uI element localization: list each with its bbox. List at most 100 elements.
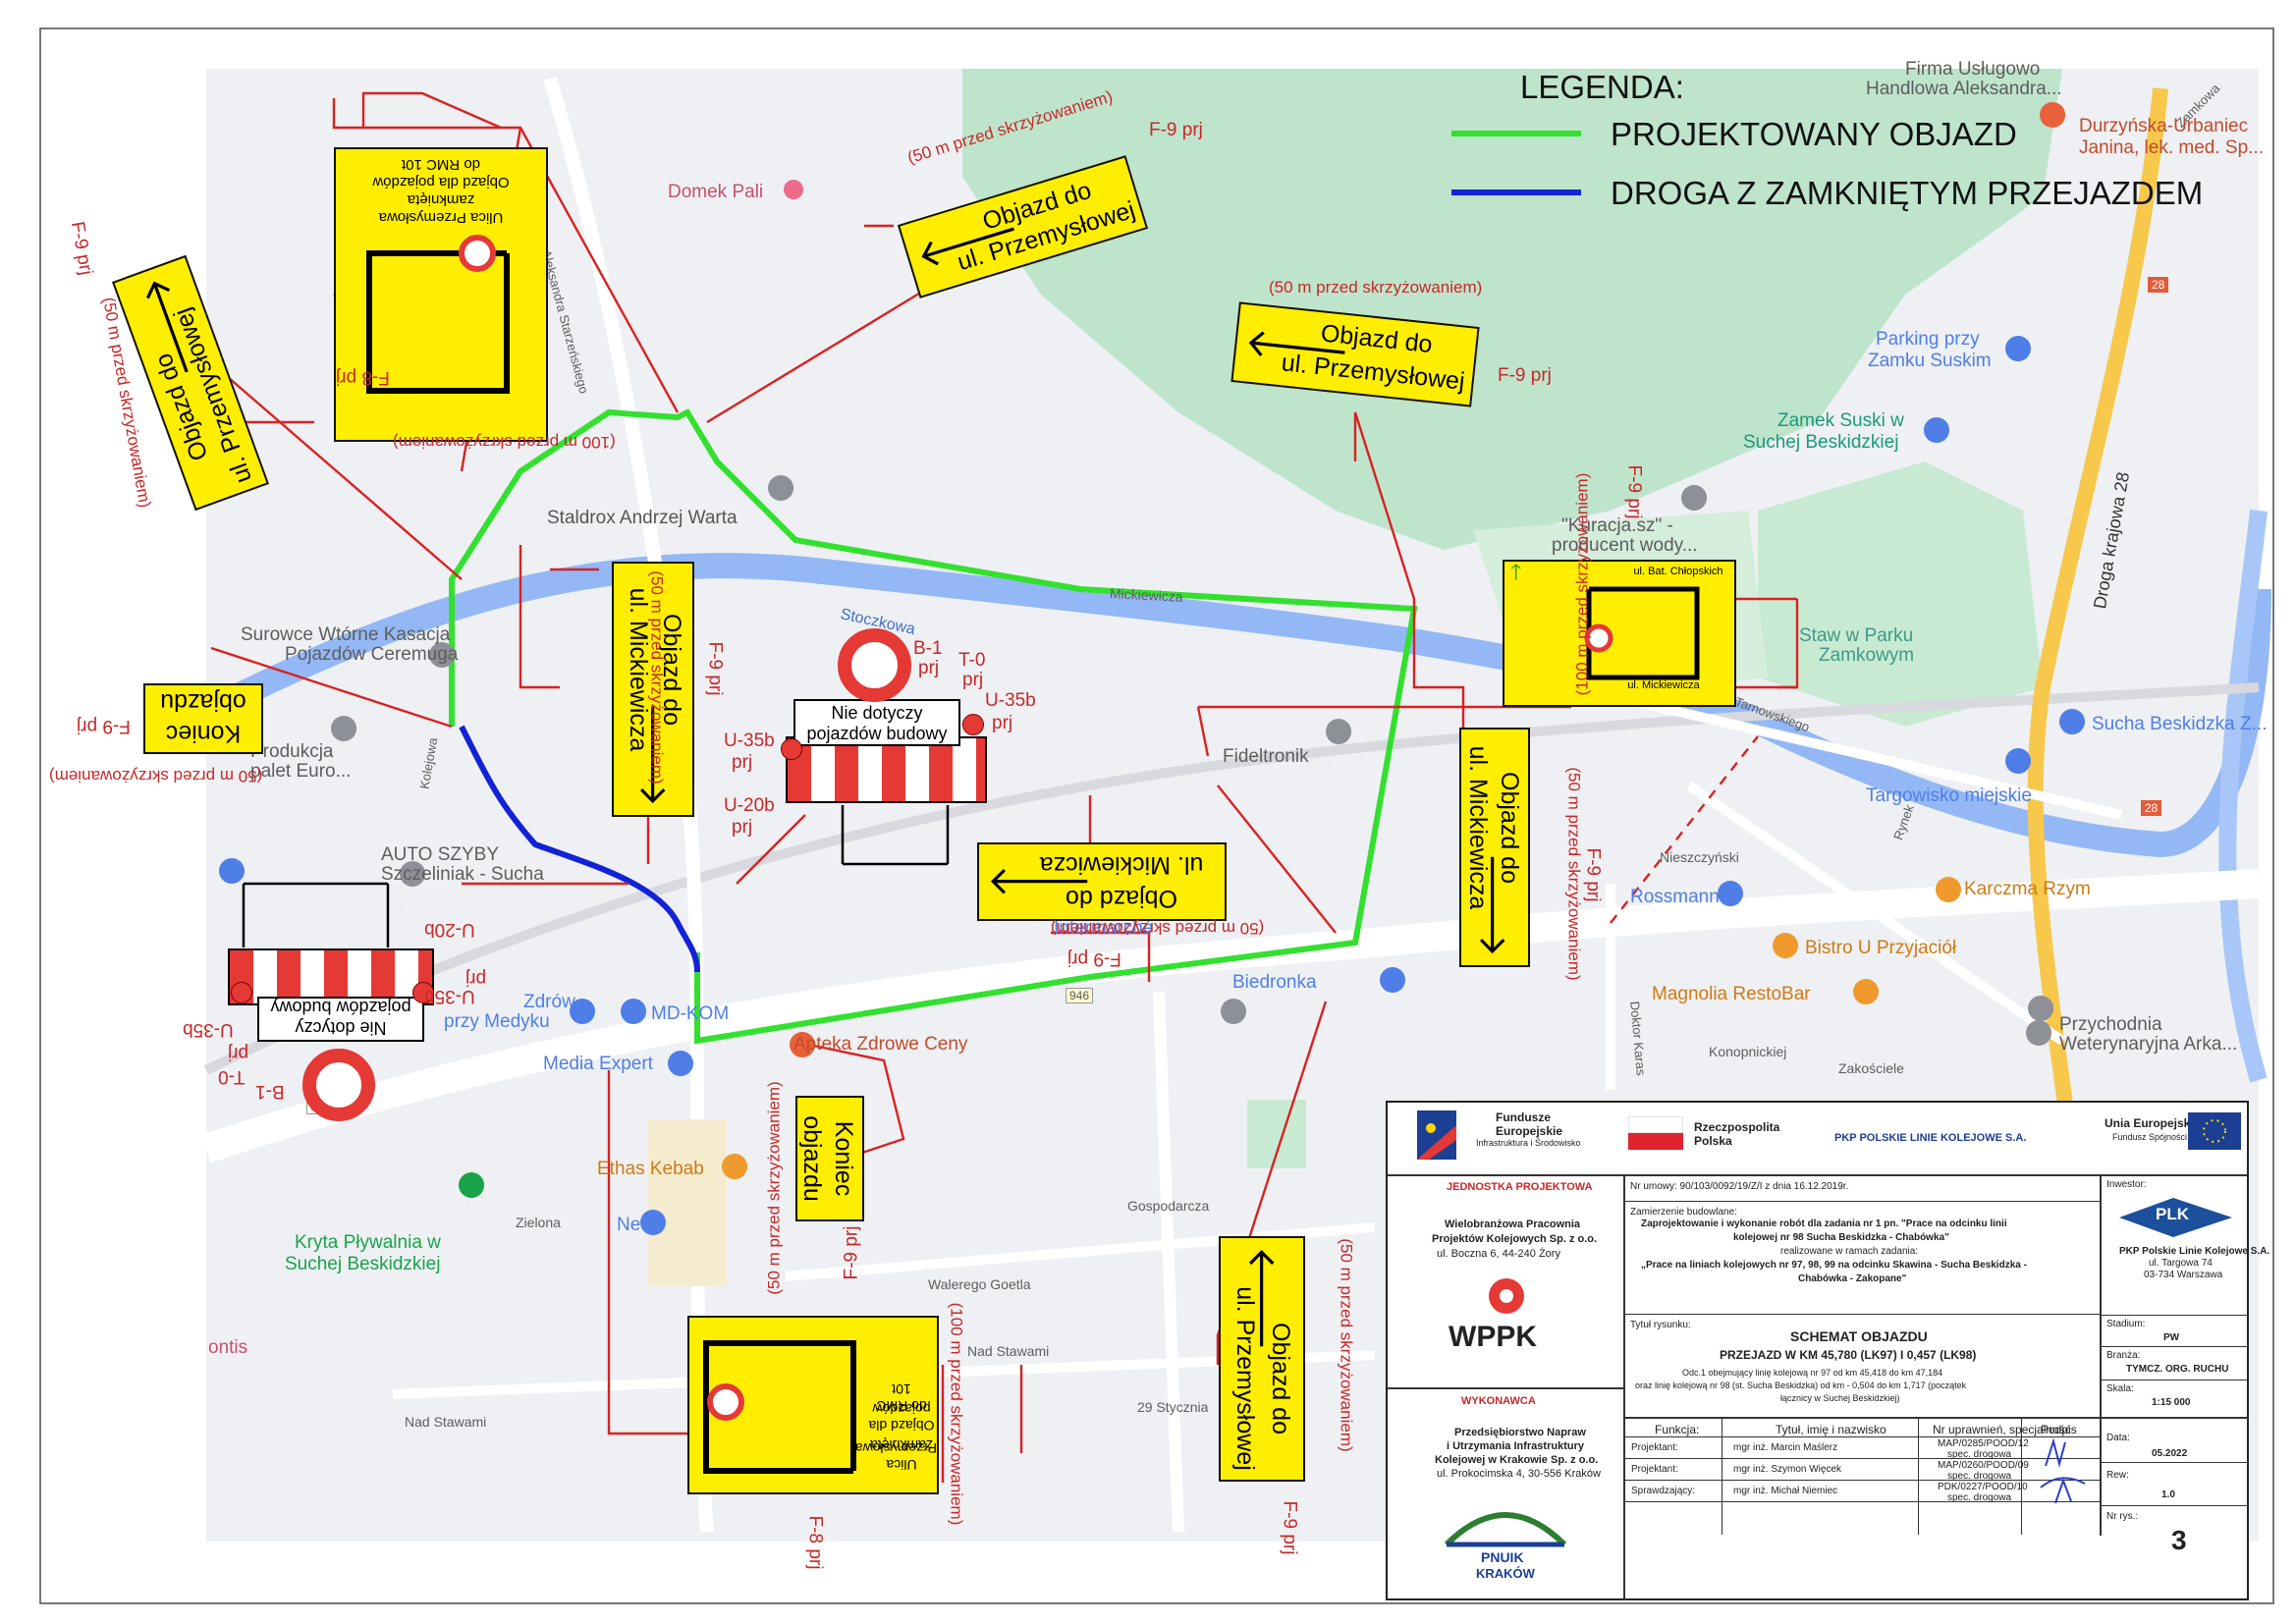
train-icon [2059,709,2085,734]
pin-icon [1681,485,1708,536]
pin-icon [768,475,794,526]
sign-annotation: F-9 prj [704,641,726,696]
sign-annotation: U-35b [424,986,475,1006]
closed-road [459,725,700,973]
map-label: Media Expert [543,1054,653,1074]
pin-icon [429,642,456,693]
map-label: Handlowa Aleksandra... [1866,79,2062,99]
street-label: 29 Stycznia [1137,1399,1209,1415]
sign-annotation: F-9 prj [1623,464,1645,519]
pin-icon [2040,102,2066,153]
barrier-closed-road [228,948,434,1005]
map-label: Pojazdów Ceremuga [285,644,459,665]
map-label: MD-KOM [651,1003,730,1024]
sign-objazd-mickiewicza: Objazd do ul. Mickiewicza 🡒 [977,842,1227,921]
vet-icon [2026,1020,2051,1046]
street-label: Nieszczyński [1660,849,1739,865]
drawing-frame [39,27,2274,1604]
wppk-logo [1489,1278,1524,1314]
shop-icon [219,858,245,884]
map-label: palet Euro... [250,761,352,782]
shop-icon [621,999,646,1024]
map-label: Rossmann [1630,887,1720,907]
sign-annotation: prj [732,752,753,773]
map-label: Zamek Suski w [1777,410,1904,431]
road-number: 28 [2141,800,2162,816]
map-label: Bistro U Przyjaciół [1805,938,1957,958]
map-label: "Kuracja.sz" - [1561,515,1673,536]
food-icon [1936,877,1961,902]
notice-nie-dotyczy: Nie dotyczy pojazdów budowy [257,997,424,1042]
road-local-5 [785,1222,1376,1281]
map-label: Zdrów [523,992,575,1012]
b1-no-entry-sign [838,628,911,702]
sign-annotation: U-35b [183,1019,234,1040]
sign-koniec-objazdu: Koniec objazdu [795,1096,864,1221]
sign-annotation: U-20b [424,919,475,940]
closure-scheme-icon [366,235,510,394]
sign-annotation: F-9 prj [1149,120,1203,140]
arrow-right-icon: 🡒 [987,860,1093,903]
map-label: Magnolia RestoBar [1652,984,1811,1004]
shop-icon [668,1051,693,1076]
arrow-up-icon: 🡑 [1510,560,1522,584]
map-label: Netto [617,1215,662,1235]
map-label: Targowisko miejskie [1866,785,2032,806]
map-label: Suchej Beskidzkiej [285,1254,441,1274]
map-label: Fideltronik [1223,746,1309,767]
sign-annotation: F-9 prj [1279,1500,1300,1555]
map-label: Biedronka [1232,972,1317,993]
map-label: Zamkowym [1819,645,1915,666]
sign-annotation: (50 m przed skrzyżowaniem) [1337,1238,1356,1452]
map-label: Staw w Parku [1799,625,1914,646]
street-label: Nad Stawami [967,1343,1050,1359]
map-label: Apteka Zdrowe Ceny [793,1034,968,1055]
arrow-right-icon: 🡒 [1471,851,1514,957]
forest-area-east [1758,461,2043,727]
school-icon [1221,999,1246,1024]
food-icon [1773,933,1798,958]
sign-annotation: prj [732,817,753,838]
railway [203,682,2260,1075]
barrier-closed-road [786,736,987,803]
sign-annotation: F-9 prj [1582,847,1604,902]
map-label: Surowce Wtórne Kasacja [241,624,451,645]
map-label: Intermarché [1054,918,1154,939]
b1-no-entry-sign [302,1049,375,1121]
barrier-posts [242,805,950,947]
park-square [1247,1100,1306,1168]
sign-annotation: F-9 prj [841,1225,862,1280]
sign-annotation: (100 m przed skrzyżowaniem) [947,1302,966,1526]
map-label: Domek Pali [668,182,764,202]
map-label: Przychodnia [2059,1014,2162,1035]
road-number: 28 [2148,277,2169,293]
hospital-icon [790,1032,815,1057]
sign-annotation: U-20b [724,795,775,816]
sign-annotation: (100 m przed skrzyżowaniem) [1572,472,1592,696]
arrow-left-icon: 🡐 [1240,1246,1284,1352]
food-icon [1853,979,1879,1004]
street-label: Walerego Goetla [928,1276,1031,1292]
beige-block [648,1119,727,1286]
sign-annotation: F-9 prj [1067,948,1121,969]
map-label: producent wody... [1552,535,1698,556]
map-label: przy Medyku [444,1011,550,1032]
sign-annotation: F-8 prj [804,1515,826,1570]
eu-funds-logo [1417,1110,1456,1160]
arrow-left-icon: 🡐 [1242,320,1352,375]
map-label: Janina, lek. med. Sp... [2079,137,2264,158]
street-label: Gospodarcza [1127,1198,1210,1214]
street-label: Zielona [516,1215,561,1230]
closure-scheme-icon [703,1340,856,1474]
map-label: Weterynaryjna Arka... [2059,1034,2238,1055]
road-local-6 [1686,781,2065,1046]
shop-icon [2005,748,2031,774]
map-label: Sucha Beskidzka Z... [2092,714,2268,734]
dashed-leader [1610,735,1759,924]
food-icon [722,1154,747,1179]
road-number: 946 [1066,988,1094,1003]
sign-annotation: T-0 [958,650,986,671]
pnuik-bridge-logo [1444,1512,1567,1547]
sign-annotation: U-35b [724,731,775,751]
sign-annotation: prj [962,670,984,690]
